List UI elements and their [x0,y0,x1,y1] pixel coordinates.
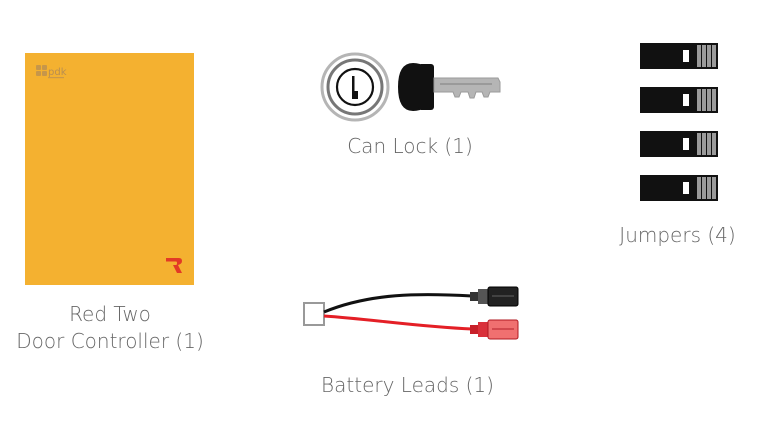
can-lock-image [320,52,501,122]
red-terminal-icon [470,319,519,340]
door-controller-image: pdk [25,53,194,285]
battery-leads-image [303,286,519,340]
lead-connector-icon [303,302,325,326]
svg-text:pdk: pdk [48,67,67,78]
door-controller-caption-line2: Door Controller (1) [16,329,204,353]
jumper-icon [640,131,718,157]
key-icon [398,62,501,112]
battery-leads-caption: Battery Leads (1) [321,373,494,397]
jumpers-image [640,43,718,219]
jumpers-caption: Jumpers (4) [619,223,736,247]
pdk-logo-icon: pdk [36,65,67,79]
door-controller-caption: Red Two Door Controller (1) [0,301,220,355]
jumper-icon [640,87,718,113]
black-terminal-icon [470,286,519,307]
lock-cylinder-icon [320,52,390,122]
red-r-logo-icon [166,258,182,273]
door-controller-caption-line1: Red Two [69,302,151,326]
jumper-icon [640,175,718,201]
can-lock-caption: Can Lock (1) [347,134,473,158]
jumper-icon [640,43,718,69]
